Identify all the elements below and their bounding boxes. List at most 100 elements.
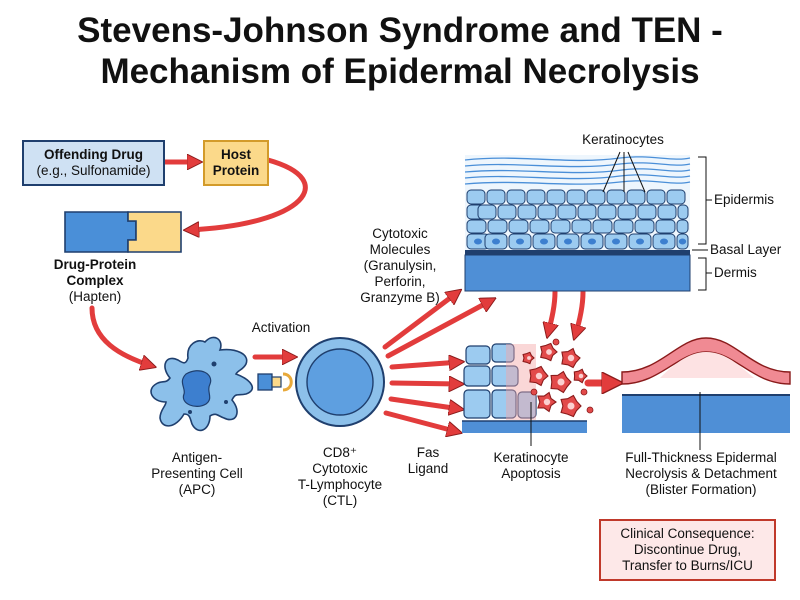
apc-label-line-3: (APC)	[178, 482, 216, 497]
ctl-label-line-2: Cytotoxic	[312, 461, 368, 476]
keratinocyte-cell	[466, 189, 486, 205]
complex-protein-part	[127, 211, 182, 253]
apoptosis-label-line-1: Keratinocyte	[493, 450, 569, 465]
title-line-2: Mechanism of Epidermal Necrolysis	[100, 52, 700, 91]
apoptotic-nucleus	[527, 356, 531, 360]
apoptotic-fragment	[530, 388, 538, 396]
host-protein-line-1: Host	[221, 147, 251, 162]
healthy-keratinocyte	[463, 365, 491, 387]
keratinocyte-cell	[592, 219, 613, 234]
basal-cell-nucleus	[474, 238, 482, 245]
apoptotic-nucleus	[567, 402, 575, 410]
keratinocyte-cell	[617, 204, 637, 220]
cytotoxic-molecules-label: Cytotoxic Molecules (Granulysin, Perfori…	[350, 226, 450, 306]
keratinocyte-cell	[571, 219, 592, 234]
keratinocyte-cell	[606, 189, 626, 205]
keratinocyte-cell	[646, 189, 666, 205]
keratinocyte-cell	[487, 219, 508, 234]
apc-nucleus	[181, 370, 212, 407]
healthy-keratinocyte	[491, 343, 515, 363]
activation-label: Activation	[251, 320, 311, 335]
keratinocyte-pointers	[602, 151, 646, 193]
keratinocyte-cell	[546, 189, 566, 205]
blister-dermis	[622, 395, 790, 433]
arrow-ctl-to-cells-1	[389, 362, 460, 367]
apoptotic-nucleus	[578, 373, 584, 379]
basal-membrane	[465, 250, 690, 255]
basal-cell-nucleus	[492, 238, 500, 245]
complex-label-line-2: Complex	[66, 273, 124, 288]
cytotoxic-label-line-2: Molecules	[369, 242, 431, 257]
necrolysis-label-line-2: Necrolysis & Detachment	[625, 466, 777, 481]
keratinocyte-cell	[613, 219, 634, 234]
cytotoxic-label-line-5: Granzyme B)	[360, 290, 440, 305]
apc-cell-icon	[150, 336, 254, 432]
basal-cell-nucleus	[678, 238, 687, 245]
fas-label-line-2: Ligand	[407, 461, 449, 476]
apc-label-line-2: Presenting Cell	[151, 466, 243, 481]
keratinocyte-cell	[637, 204, 657, 220]
ctl-label-line-3: T-Lymphocyte	[297, 477, 383, 492]
complex-label-line-3: (Hapten)	[68, 289, 122, 304]
basal-cell-nucleus	[564, 238, 572, 245]
keratinocyte-cell	[566, 189, 586, 205]
skin-cross-section	[464, 151, 712, 292]
antigen-presentation-icon	[257, 372, 293, 392]
dermis-layer	[464, 254, 691, 292]
host-protein-box: Host Protein	[203, 140, 269, 186]
apc-label: Antigen- Presenting Cell (APC)	[138, 450, 256, 498]
blister-roof	[621, 337, 791, 385]
keratinocyte-cell	[626, 189, 646, 205]
keratinocyte-cell	[529, 219, 550, 234]
keratinocyte-cell	[550, 219, 571, 234]
epidermis-label: Epidermis	[714, 192, 775, 207]
host-protein-line-2: Protein	[212, 163, 260, 178]
keratinocyte-cell	[677, 204, 689, 220]
apc-label-line-1: Antigen-	[171, 450, 223, 465]
fas-ligand-label: Fas Ligand	[398, 445, 458, 477]
apoptotic-nucleus	[535, 372, 543, 380]
basal-cell-nucleus	[588, 238, 596, 245]
keratinocyte-cell	[655, 219, 676, 234]
basal-cell-nucleus	[516, 238, 524, 245]
basal-cell-nucleus	[540, 238, 548, 245]
basal-layer-label: Basal Layer	[710, 242, 782, 257]
dermis-label: Dermis	[714, 265, 757, 280]
healthy-keratinocyte	[491, 389, 517, 419]
blister-illustration	[621, 337, 791, 450]
offending-drug-box: Offending Drug (e.g., Sulfonamide)	[22, 140, 165, 186]
apoptotic-fragment	[580, 388, 588, 396]
arrow-ctl-to-cells-4	[383, 410, 458, 432]
keratinocyte-cell	[508, 219, 529, 234]
clinical-line-1: Clinical Consequence:	[620, 526, 755, 541]
arrow-skin-to-apoptosis-1	[548, 289, 555, 334]
fas-label-line-1: Fas	[416, 445, 440, 460]
blister-fluid	[660, 352, 754, 378]
healthy-keratinocyte	[491, 365, 519, 387]
offending-drug-example: (e.g., Sulfonamide)	[36, 163, 151, 178]
apoptotic-keratinocytes	[522, 338, 594, 418]
keratinocyte-cell	[666, 189, 686, 205]
stratum-corneum-lines	[464, 156, 691, 185]
cytotoxic-label-line-1: Cytotoxic	[372, 226, 428, 241]
arrow-ctl-to-skin-2	[385, 300, 492, 359]
ctl-cell-icon	[295, 337, 385, 427]
arrow-skin-to-apoptosis-2	[575, 289, 583, 336]
keratinocyte-cell	[577, 204, 597, 220]
keratinocyte-cell	[586, 189, 606, 205]
ctl-label: CD8⁺ Cytotoxic T-Lymphocyte (CTL)	[286, 445, 394, 509]
flow-arrows	[89, 160, 617, 432]
keratinocyte-rows	[466, 189, 689, 250]
keratinocytes-label: Keratinocytes	[582, 132, 664, 147]
ctl-label-line-4: (CTL)	[322, 493, 358, 508]
basal-cell-nucleus	[612, 238, 620, 245]
drug-protein-complex	[64, 211, 182, 253]
apoptotic-fragment	[552, 338, 560, 346]
arrow-ctl-to-cells-3	[388, 396, 460, 409]
necrolysis-label-line-1: Full-Thickness Epidermal	[625, 450, 777, 465]
cytotoxic-label-line-3: (Granulysin,	[363, 258, 437, 273]
ctl-label-line-1: CD8⁺	[322, 445, 358, 460]
arrow-complex-to-apc	[89, 305, 152, 366]
